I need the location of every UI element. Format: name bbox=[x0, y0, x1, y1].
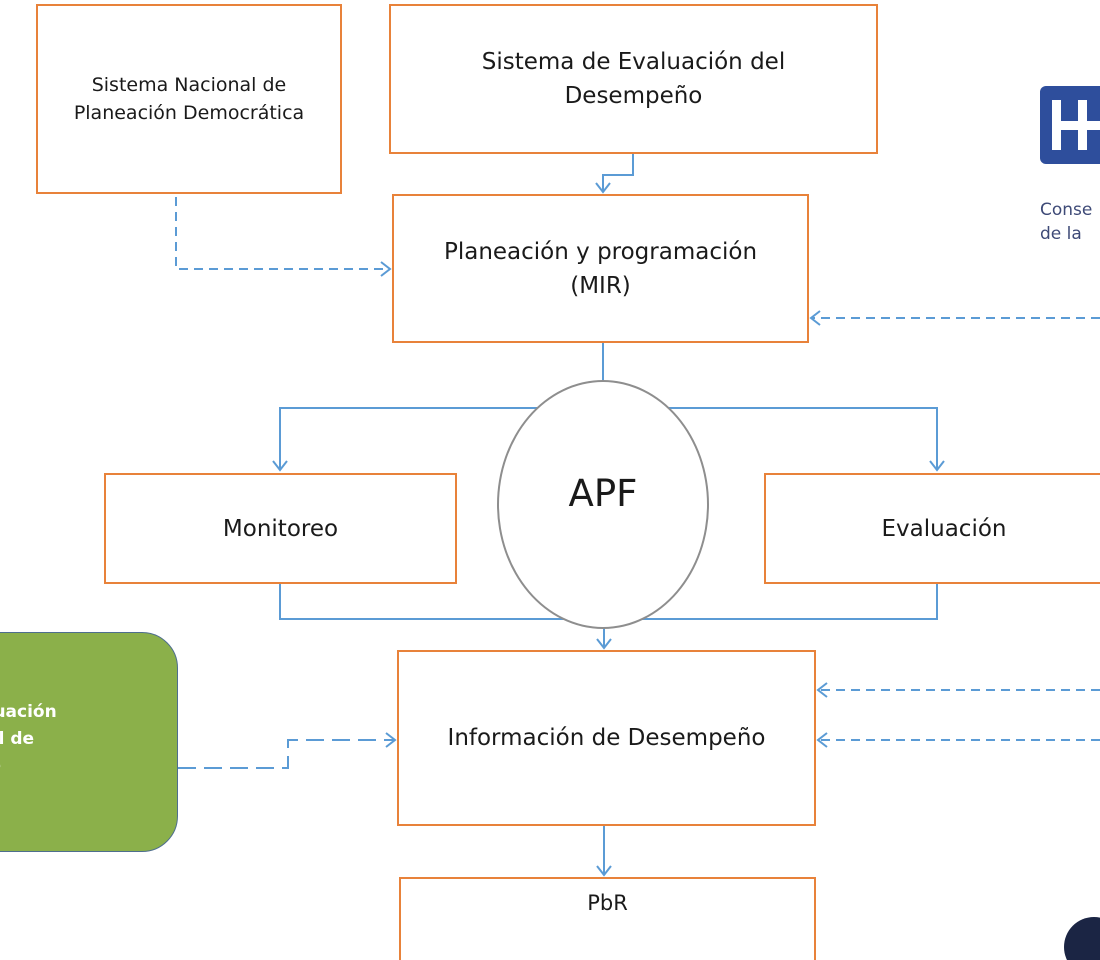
node-evaluacion: Evaluación bbox=[764, 473, 1100, 584]
logo-caption-line: Conse bbox=[1040, 200, 1093, 220]
node-sistema-nacional-planeacion: Sistema Nacional de Planeación Democráti… bbox=[36, 4, 342, 194]
logo-icon bbox=[1040, 86, 1100, 164]
node-label-line: (MIR) bbox=[570, 272, 631, 299]
arrow-to-evaluacion bbox=[603, 407, 945, 472]
node-label-line: Planeación y programación bbox=[443, 238, 758, 265]
line-monitoreo-down bbox=[279, 584, 604, 620]
node-sistema-evaluacion-desempeno: Sistema de Evaluación del Desempeño bbox=[389, 4, 878, 154]
node-label: Información de Desempeño bbox=[447, 725, 766, 751]
node-label-line: Sistema de Evaluación del bbox=[481, 49, 786, 75]
node-informacion-desempeno: Información de Desempeño bbox=[397, 650, 816, 826]
node-planeacion-programacion: Planeación y programación (MIR) bbox=[392, 194, 809, 343]
node-label-line: Planeación Democrática bbox=[73, 102, 305, 124]
node-apf-circle: APF bbox=[497, 380, 709, 629]
node-monitoreo: Monitoreo bbox=[104, 473, 457, 584]
green-box-line: acional de bbox=[0, 728, 35, 749]
node-label: PbR bbox=[587, 891, 628, 915]
node-label: Evaluación bbox=[881, 515, 1007, 542]
line-evaluacion-down bbox=[604, 584, 938, 620]
node-label-line: Sistema Nacional de bbox=[91, 74, 287, 96]
arrow-sed-to-planeacion bbox=[595, 154, 634, 194]
green-box-line: mático bbox=[0, 753, 121, 780]
node-green-rounded-box: e Evaluación acional de mático bbox=[0, 632, 178, 852]
node-label: APF bbox=[568, 472, 638, 515]
node-label: Monitoreo bbox=[222, 515, 339, 542]
node-pbr: PbR bbox=[399, 877, 816, 960]
logo-caption: Conse de la bbox=[1040, 198, 1092, 246]
arrow-snpd-to-planeacion bbox=[175, 197, 392, 277]
arrow-green-to-informacion bbox=[178, 732, 397, 769]
logo-caption-line: de la bbox=[1040, 224, 1082, 244]
node-label-line: Desempeño bbox=[564, 83, 703, 109]
green-box-line: e Evaluación bbox=[0, 701, 57, 722]
